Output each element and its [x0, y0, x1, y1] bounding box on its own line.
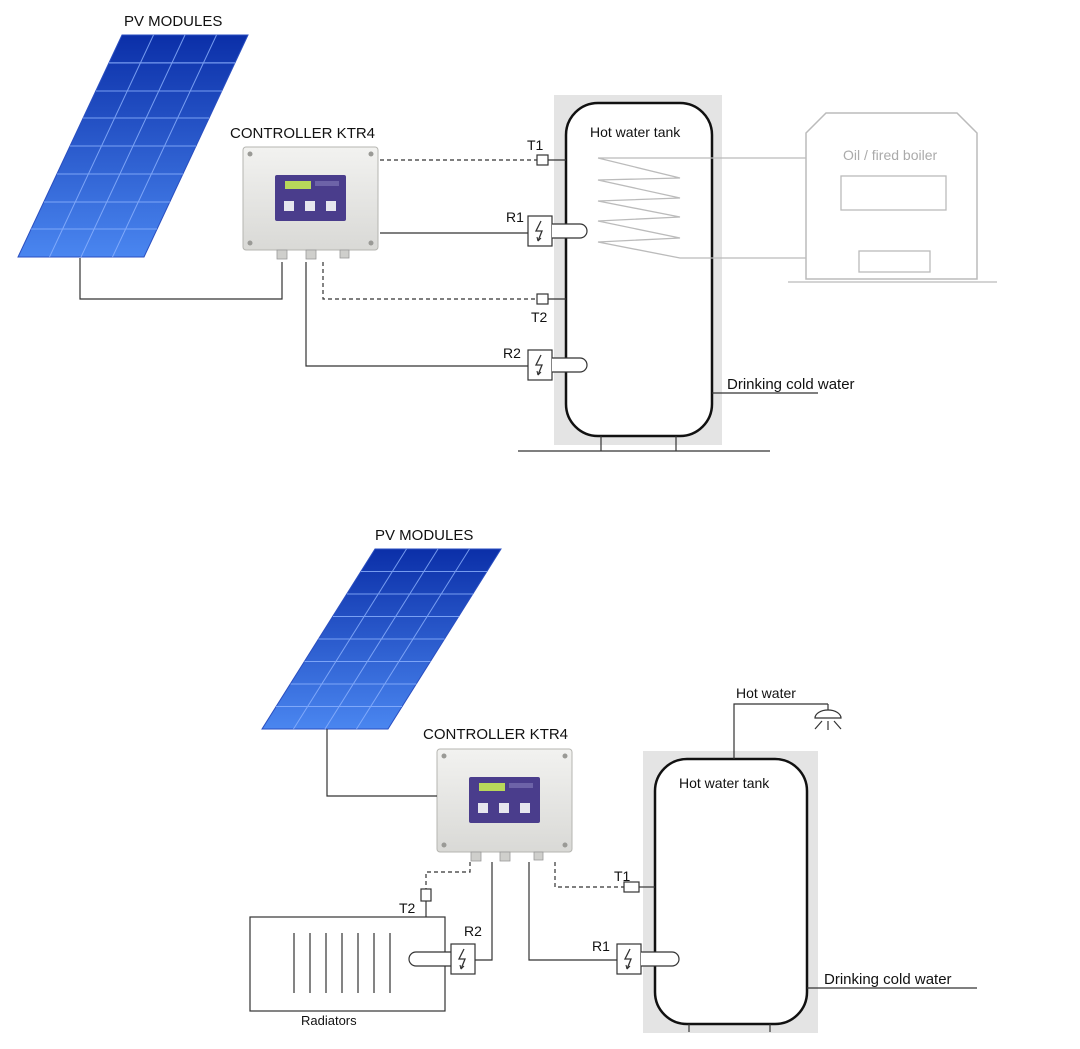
bottom-t2-label: T2 — [399, 900, 416, 916]
top-hot-water-tank: Hot water tank — [518, 95, 810, 452]
bottom-pv-label: PV MODULES — [375, 527, 473, 544]
top-oil-fired-boiler: Oil / fired boiler — [788, 112, 997, 283]
top-t2-label: T2 — [531, 309, 548, 325]
top-tank-label: Hot water tank — [590, 124, 681, 140]
top-t2-sensor — [536, 293, 549, 305]
bottom-cold-water-label: Drinking cold water — [824, 971, 952, 988]
top-r1-heater-bolt-icon — [527, 215, 553, 247]
bottom-r2-label: R2 — [464, 923, 482, 939]
top-r2-label: R2 — [503, 345, 521, 361]
top-pv-label: PV MODULES — [124, 13, 222, 30]
top-cold-water-label: Drinking cold water — [727, 376, 855, 393]
bottom-pv-panel — [261, 548, 502, 730]
top-r1-label: R1 — [506, 209, 524, 225]
top-boiler-label: Oil / fired boiler — [843, 147, 937, 163]
top-controller-label: CONTROLLER KTR4 — [230, 125, 375, 142]
bottom-controller — [436, 748, 573, 862]
radiators: Radiators — [249, 916, 452, 1028]
top-r2-heater-bolt-icon — [527, 349, 553, 381]
top-system: PV MODULES CONTROLLER KTR4 — [17, 13, 997, 452]
top-pv-panel — [17, 34, 249, 258]
radiators-label: Radiators — [301, 1013, 357, 1028]
bottom-r2-heater-bolt-icon — [450, 943, 476, 975]
top-t1-sensor — [536, 154, 549, 166]
bottom-r1-heater-bolt-icon — [616, 943, 642, 975]
bottom-r1-label: R1 — [592, 938, 610, 954]
top-t1-label: T1 — [527, 137, 544, 153]
shower-icon — [814, 704, 842, 730]
bottom-t2-sensor — [420, 888, 432, 902]
bottom-controller-label: CONTROLLER KTR4 — [423, 726, 568, 743]
bottom-system: PV MODULES CONTROLLER KTR4 — [249, 527, 977, 1033]
bottom-hot-water-label: Hot water — [736, 685, 796, 701]
bottom-tank-label: Hot water tank — [679, 775, 770, 791]
top-controller — [242, 146, 379, 260]
bottom-hot-water-tank: Hot water tank — [643, 751, 818, 1033]
bottom-t1-label: T1 — [614, 868, 631, 884]
